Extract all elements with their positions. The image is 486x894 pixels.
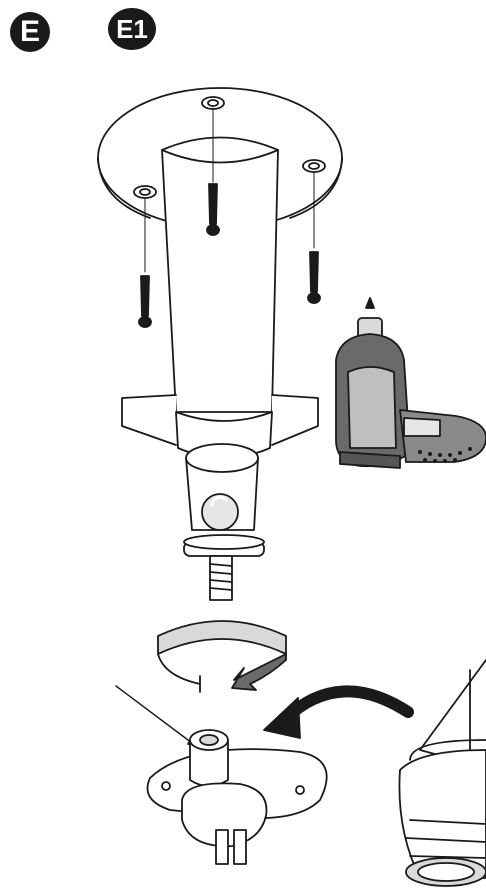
curved-arrow-icon xyxy=(264,691,408,738)
ball-joint-icon xyxy=(184,444,264,600)
rotate-arrow-icon xyxy=(158,621,286,692)
pointer-line-icon xyxy=(116,686,196,746)
camera-body-icon xyxy=(399,660,486,886)
bracket-icon xyxy=(148,730,327,864)
electric-screwdriver-icon xyxy=(336,298,486,468)
